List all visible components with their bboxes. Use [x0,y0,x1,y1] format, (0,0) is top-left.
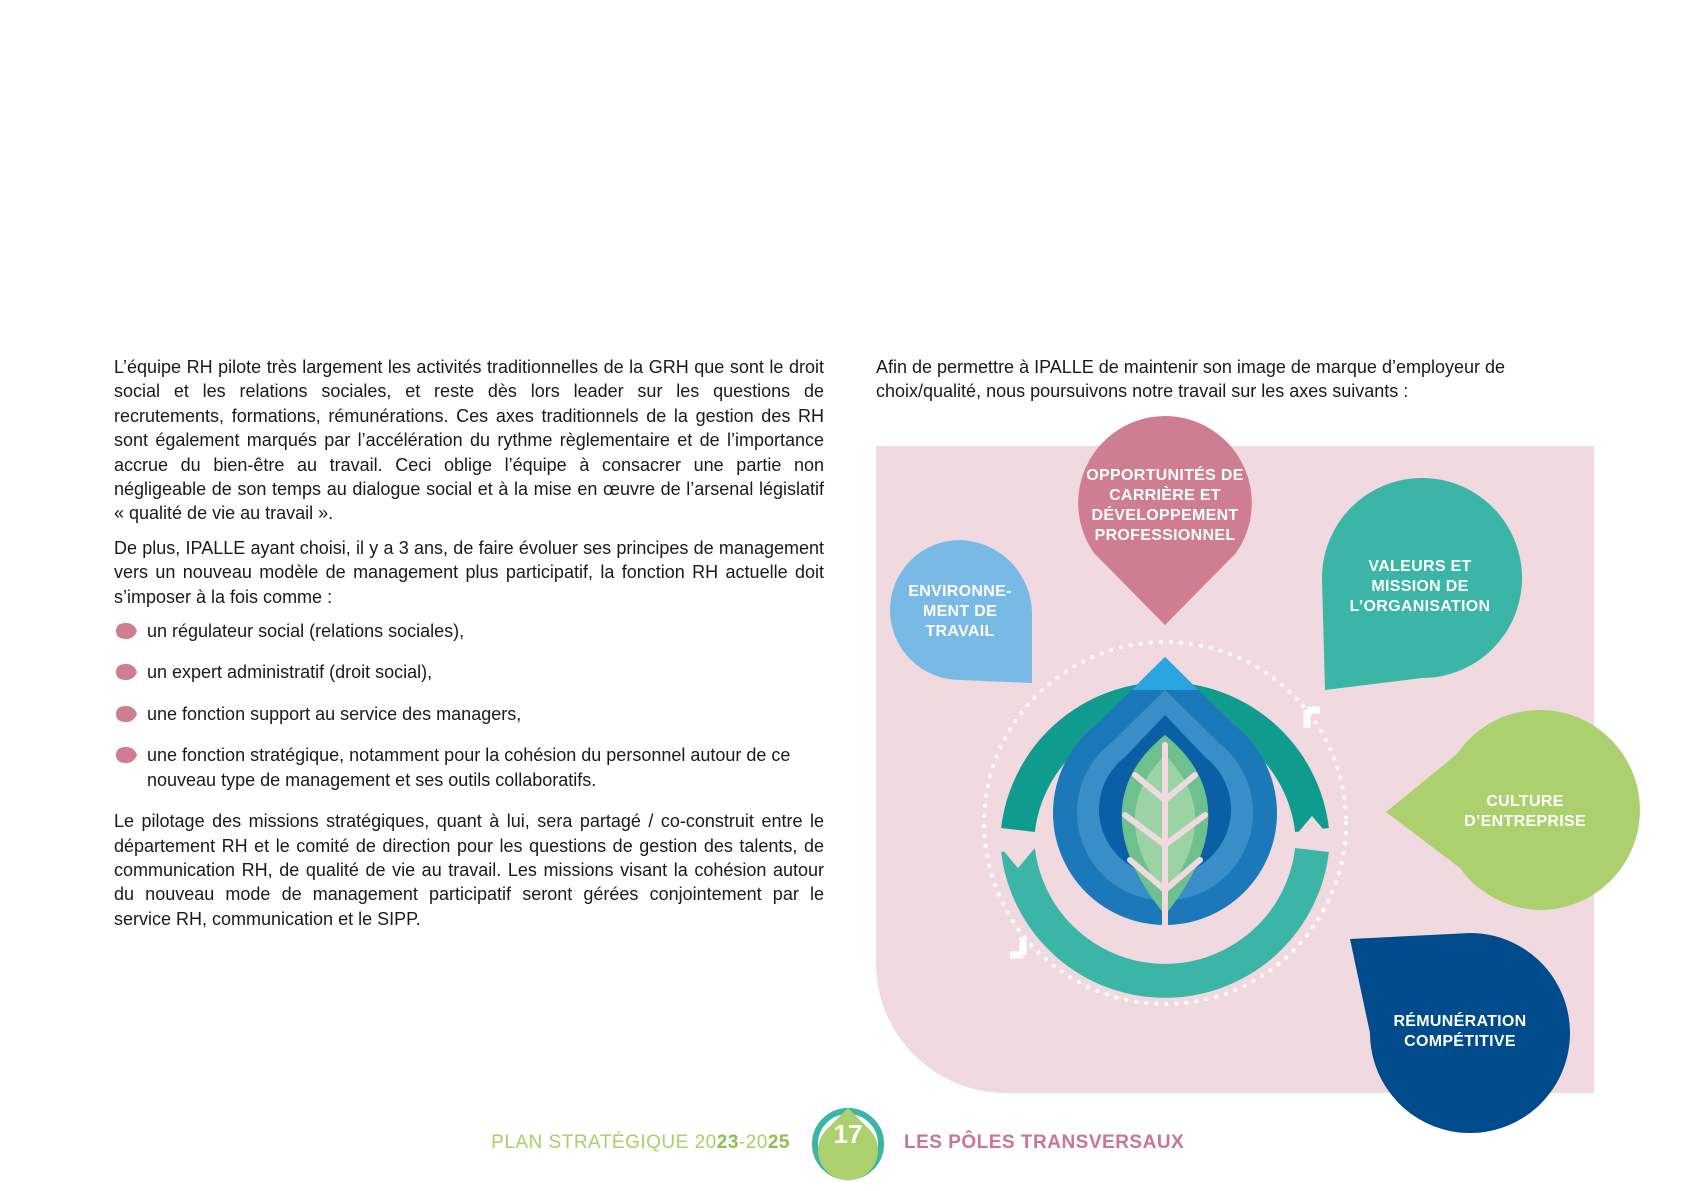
page-number: 17 [833,1119,863,1149]
list-item: une fonction stratégique, notamment pour… [114,743,824,792]
plan-mid: -20 [738,1132,768,1153]
label-remuneration: RÉMUNÉRATION COMPÉTITIVE [1370,1012,1550,1052]
corner-mark-top [1303,706,1320,728]
paragraph-grh: L’équipe RH pilote très largement les ac… [114,357,824,524]
label-opportunites: OPPORTUNITÉS DE CARRIÈRE ET DÉVELOPPEMEN… [1075,466,1255,546]
axis-label-opportunites: OPPORTUNITÉS DE CARRIÈRE ET DÉVELOPPEMEN… [1086,467,1244,544]
footer-plan-title: PLAN STRATÉGIQUE 2023-2025 [440,1132,790,1154]
footer-section-title: LES PÔLES TRANSVERSAUX [904,1132,1185,1153]
axes-intro: Afin de permettre à IPALLE de maintenir … [876,357,1506,402]
left-text-column: L’équipe RH pilote très largement les ac… [114,355,824,941]
list-item-text: une fonction support au service des mana… [147,703,522,724]
axis-label-culture: CULTURE D’ENTREPRISE [1464,793,1586,830]
corner-mark-bottom [1010,937,1027,959]
list-item-text: un expert administratif (droit social), [147,662,433,683]
arrow-right [1290,816,1334,842]
plan-year-2: 25 [767,1132,790,1153]
list-item: un expert administratif (droit social), [114,660,824,684]
leaf-vein [1122,742,1208,958]
list-item: un régulateur social (relations sociales… [114,619,824,643]
axis-label-environnement: ENVIRONNE-MENT DE TRAVAIL [908,583,1012,640]
rh-roles-list: un régulateur social (relations sociales… [114,619,824,792]
axis-label-valeurs: VALEURS ET MISSION DE L’ORGANISATION [1349,558,1491,615]
drop-tip [1132,657,1198,690]
list-item: une fonction support au service des mana… [114,702,824,726]
plan-prefix: PLAN STRATÉGIQUE 20 [491,1132,717,1153]
leaf [1121,735,1209,915]
leaf-light [1134,755,1196,895]
drop-bullet-icon [116,623,137,640]
paragraph-pilotage: Le pilotage des missions stratégiques, q… [114,811,824,929]
outer-arc-bottom [1001,847,1329,998]
drop-bullet-icon [116,705,137,722]
plan-year-1: 23 [716,1132,739,1153]
axis-label-remuneration: RÉMUNÉRATION COMPÉTITIVE [1393,1013,1527,1050]
right-text-column: Afin de permettre à IPALLE de maintenir … [876,355,1596,404]
drop-bullet-icon [116,747,137,764]
dotted-ring [982,640,1348,1006]
label-culture: CULTURE D’ENTREPRISE [1455,792,1595,832]
outer-arc-top [1001,682,1329,833]
arrow-left [996,842,1040,868]
drop-outer [1053,657,1277,925]
drop-mid [1076,690,1253,901]
drop-inner [1099,715,1231,876]
label-valeurs: VALEURS ET MISSION DE L’ORGANISATION [1335,557,1505,617]
list-item-text: un régulateur social (relations sociales… [147,621,465,642]
paragraph-management: De plus, IPALLE ayant choisi, il y a 3 a… [114,537,824,607]
drop-bullet-icon [116,664,137,681]
list-item-text: une fonction stratégique, notamment pour… [147,745,791,790]
label-environnement: ENVIRONNE-MENT DE TRAVAIL [895,582,1025,642]
